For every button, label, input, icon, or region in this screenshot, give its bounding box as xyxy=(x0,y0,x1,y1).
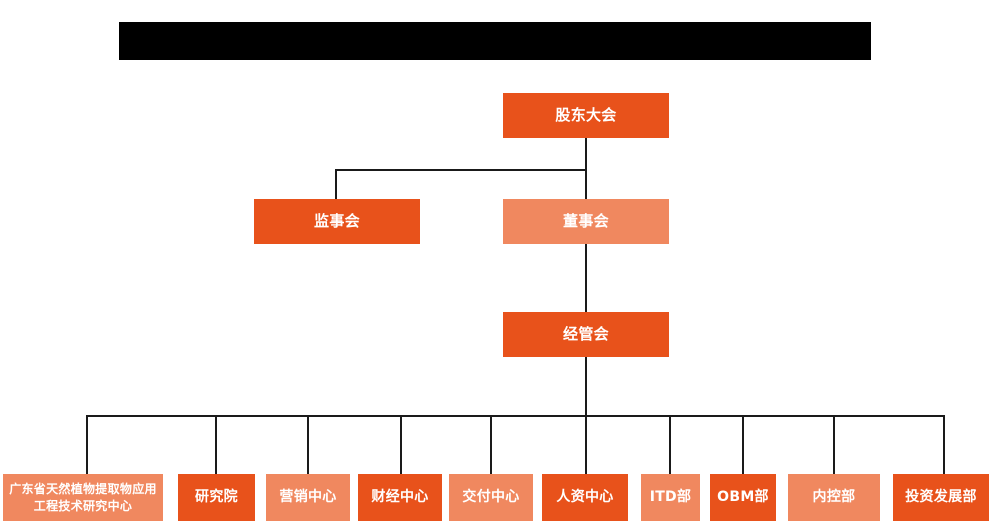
node-management[interactable]: 经管会 xyxy=(503,312,669,357)
redacted-title-bar xyxy=(119,22,871,60)
connector-drop-investment xyxy=(943,415,945,474)
connector-management-down xyxy=(585,357,587,416)
node-shareholders[interactable]: 股东大会 xyxy=(503,93,669,138)
node-hr-center-label: 人资中心 xyxy=(556,488,614,505)
node-investment-development-department-label: 投资发展部 xyxy=(905,488,977,505)
node-finance-center-label: 财经中心 xyxy=(371,488,429,505)
connector-to-supervisors xyxy=(335,169,337,200)
node-delivery-center[interactable]: 交付中心 xyxy=(449,474,533,521)
node-research-center[interactable]: 广东省天然植物提取物应用工程技术研究中心 xyxy=(3,474,163,521)
connector-directors-to-management xyxy=(585,244,587,313)
connector-drop-institute xyxy=(215,415,217,474)
connector-drop-itd xyxy=(669,415,671,474)
node-institute[interactable]: 研究院 xyxy=(178,474,255,521)
connector-drop-marketing xyxy=(307,415,309,474)
node-delivery-center-label: 交付中心 xyxy=(462,488,520,505)
node-directors-label: 董事会 xyxy=(563,212,609,231)
node-management-label: 经管会 xyxy=(563,325,609,344)
connector-to-directors xyxy=(585,169,587,200)
node-shareholders-label: 股东大会 xyxy=(555,106,617,125)
node-supervisors-label: 监事会 xyxy=(314,212,360,231)
node-internal-control-department-label: 内控部 xyxy=(812,488,856,505)
connector-drop-finance xyxy=(400,415,402,474)
connector-drop-obm xyxy=(742,415,744,474)
node-research-center-label: 广东省天然植物提取物应用工程技术研究中心 xyxy=(9,482,157,513)
connector-shareholders-down xyxy=(585,137,587,171)
node-directors[interactable]: 董事会 xyxy=(503,199,669,244)
connector-drop-hr xyxy=(585,415,587,474)
node-investment-development-department[interactable]: 投资发展部 xyxy=(893,474,989,521)
connector-drop-delivery xyxy=(490,415,492,474)
node-internal-control-department[interactable]: 内控部 xyxy=(788,474,880,521)
node-supervisors[interactable]: 监事会 xyxy=(254,199,420,244)
node-itd-department-label: ITD部 xyxy=(649,488,692,505)
node-hr-center[interactable]: 人资中心 xyxy=(542,474,628,521)
node-itd-department[interactable]: ITD部 xyxy=(641,474,700,521)
node-institute-label: 研究院 xyxy=(195,488,238,505)
connector-department-bus xyxy=(86,415,944,417)
node-marketing-center[interactable]: 营销中心 xyxy=(266,474,350,521)
connector-drop-research-ctr xyxy=(86,415,88,474)
node-marketing-center-label: 营销中心 xyxy=(279,488,337,505)
connector-drop-internal-ctrl xyxy=(833,415,835,474)
connector-level2-bus xyxy=(335,169,587,171)
node-finance-center[interactable]: 财经中心 xyxy=(358,474,442,521)
node-obm-department-label: OBM部 xyxy=(717,488,769,505)
node-obm-department[interactable]: OBM部 xyxy=(710,474,776,521)
